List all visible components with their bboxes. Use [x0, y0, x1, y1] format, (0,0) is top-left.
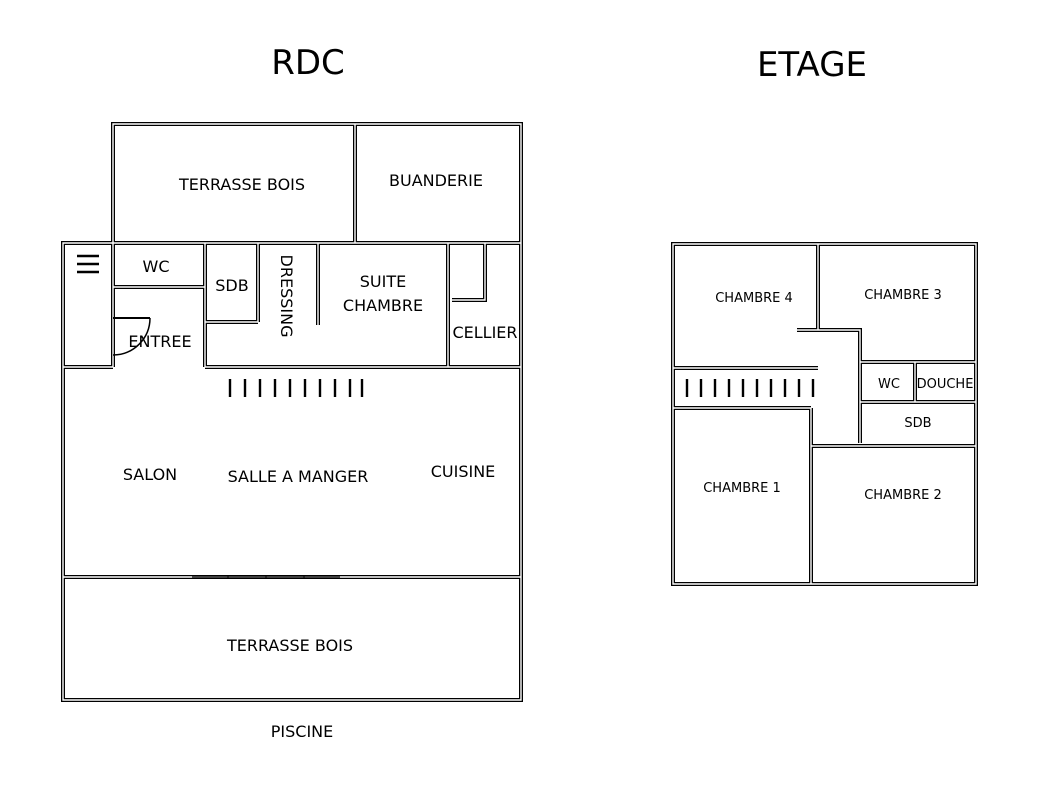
label-salle-a-manger: SALLE A MANGER	[228, 467, 369, 486]
rdc-walls	[61, 122, 523, 702]
etage-plan: CHAMBRE 4 CHAMBRE 3 WC DOUCHE SDB CHAMBR…	[671, 242, 978, 586]
label-piscine: PISCINE	[271, 722, 334, 741]
label-dressing: DRESSING	[277, 255, 296, 338]
label-wc: WC	[143, 257, 170, 276]
label-chambre: CHAMBRE	[343, 296, 423, 315]
label-chambre-1: CHAMBRE 1	[703, 481, 781, 496]
label-sdb: SDB	[215, 276, 248, 295]
label-suite: SUITE	[360, 272, 406, 291]
etage-stairs	[685, 379, 815, 397]
label-wc-etage: WC	[878, 377, 900, 392]
label-entree: ENTREE	[128, 332, 191, 351]
label-douche: DOUCHE	[917, 377, 974, 392]
entree-door	[112, 317, 151, 356]
rdc-title: RDC	[271, 43, 345, 83]
rdc-stairs	[228, 379, 364, 397]
label-terrasse-bois-top: TERRASSE BOIS	[178, 175, 305, 194]
label-chambre-4: CHAMBRE 4	[715, 291, 793, 306]
label-buanderie: BUANDERIE	[389, 171, 483, 190]
label-cellier: CELLIER	[452, 323, 517, 342]
label-chambre-2: CHAMBRE 2	[864, 488, 942, 503]
label-chambre-3: CHAMBRE 3	[864, 288, 942, 303]
label-cuisine: CUISINE	[431, 462, 496, 481]
etage-walls	[671, 242, 978, 586]
etage-title: ETAGE	[757, 45, 867, 85]
rdc-windows	[192, 575, 340, 579]
label-terrasse-bois-bottom: TERRASSE BOIS	[226, 636, 353, 655]
rdc-plan: TERRASSE BOIS BUANDERIE WC SDB DRESSING …	[61, 122, 523, 741]
label-sdb-etage: SDB	[904, 416, 931, 431]
label-salon: SALON	[123, 465, 177, 484]
menu-icon[interactable]	[77, 254, 99, 274]
